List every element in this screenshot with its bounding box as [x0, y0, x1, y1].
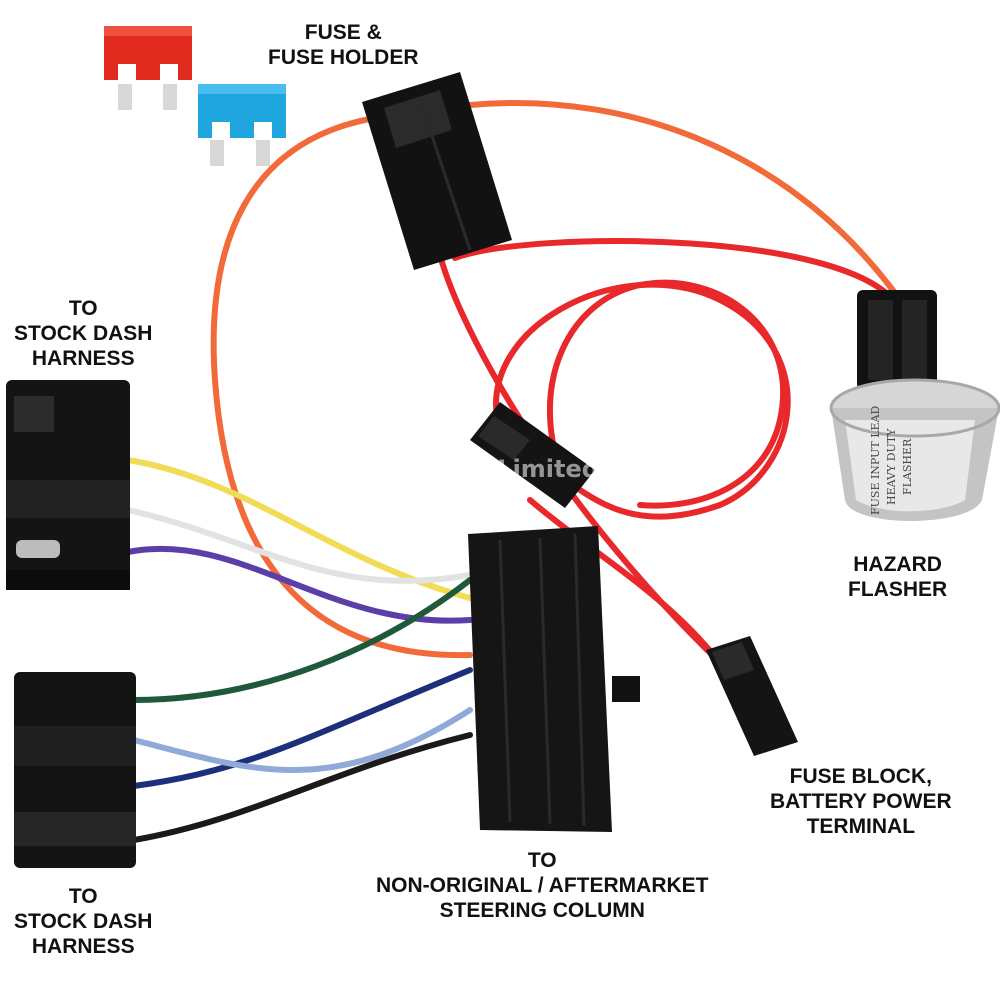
red-fuse [104, 26, 192, 110]
label-line: HAZARD [853, 553, 942, 576]
blue-fuse [198, 84, 286, 166]
label-line: FUSE BLOCK, [789, 765, 932, 788]
hazard-flasher: HEAVY DUTY FLASHER FUSE INPUT LEAD [829, 290, 1000, 521]
orange-wire [210, 115, 473, 659]
label-line: HARNESS [31, 935, 135, 958]
label-line: NON-ORIGINAL / AFTERMARKET [376, 874, 709, 897]
label-steering-column: TO NON-ORIGINAL / AFTERMARKET STEERING C… [376, 848, 708, 923]
label-line: TO [68, 885, 98, 908]
top-dash-connector [6, 380, 130, 590]
label-dash-harness-bottom: TO STOCK DASH HARNESS [14, 884, 152, 959]
steering-column-connector [468, 526, 640, 832]
label-line: STEERING COLUMN [439, 899, 645, 922]
label-line: FUSE & [304, 21, 382, 44]
black-wire [131, 732, 473, 843]
label-hazard-flasher: HAZARD FLASHER [848, 552, 947, 602]
label-line: BATTERY POWER [770, 790, 952, 813]
white-wire [125, 507, 473, 584]
fuse-block-terminal-connector [706, 636, 798, 756]
flasher-print-line-3: FUSE INPUT LEAD [869, 405, 882, 515]
label-line: TERMINAL [806, 815, 916, 838]
label-dash-harness-top: TO STOCK DASH HARNESS [14, 296, 152, 371]
green-wire [131, 577, 473, 703]
label-line: HARNESS [31, 347, 135, 370]
purple-wire [125, 545, 473, 624]
label-line: FUSE HOLDER [268, 46, 419, 69]
label-fuse-block: FUSE BLOCK, BATTERY POWER TERMINAL [770, 764, 952, 839]
flasher-print-line-2: FLASHER [901, 438, 914, 495]
label-line: STOCK DASH [14, 910, 153, 933]
orange-wire-flasher [467, 100, 903, 303]
inline-connector [470, 402, 595, 508]
label-line: TO [68, 297, 98, 320]
flasher-print-line-1: HEAVY DUTY [885, 428, 898, 505]
svg-text:HEAVY DUTY FLASHER: HEAVY DUTY FLASHER FUSE INPUT LEAD [869, 405, 914, 515]
label-line: FLASHER [848, 578, 948, 601]
bottom-dash-connector [14, 672, 136, 868]
watermark: © Lectric Limited [365, 455, 599, 483]
red-wire-loop-b [452, 238, 903, 313]
label-fuse-holder: FUSE & FUSE HOLDER [268, 20, 419, 70]
red-wire-loop-e [547, 279, 787, 509]
fuse-holder-connector [362, 72, 512, 270]
label-line: STOCK DASH [14, 322, 153, 345]
dark-blue-wire [131, 667, 473, 789]
label-line: TO [527, 849, 557, 872]
light-blue-wire [131, 707, 473, 773]
